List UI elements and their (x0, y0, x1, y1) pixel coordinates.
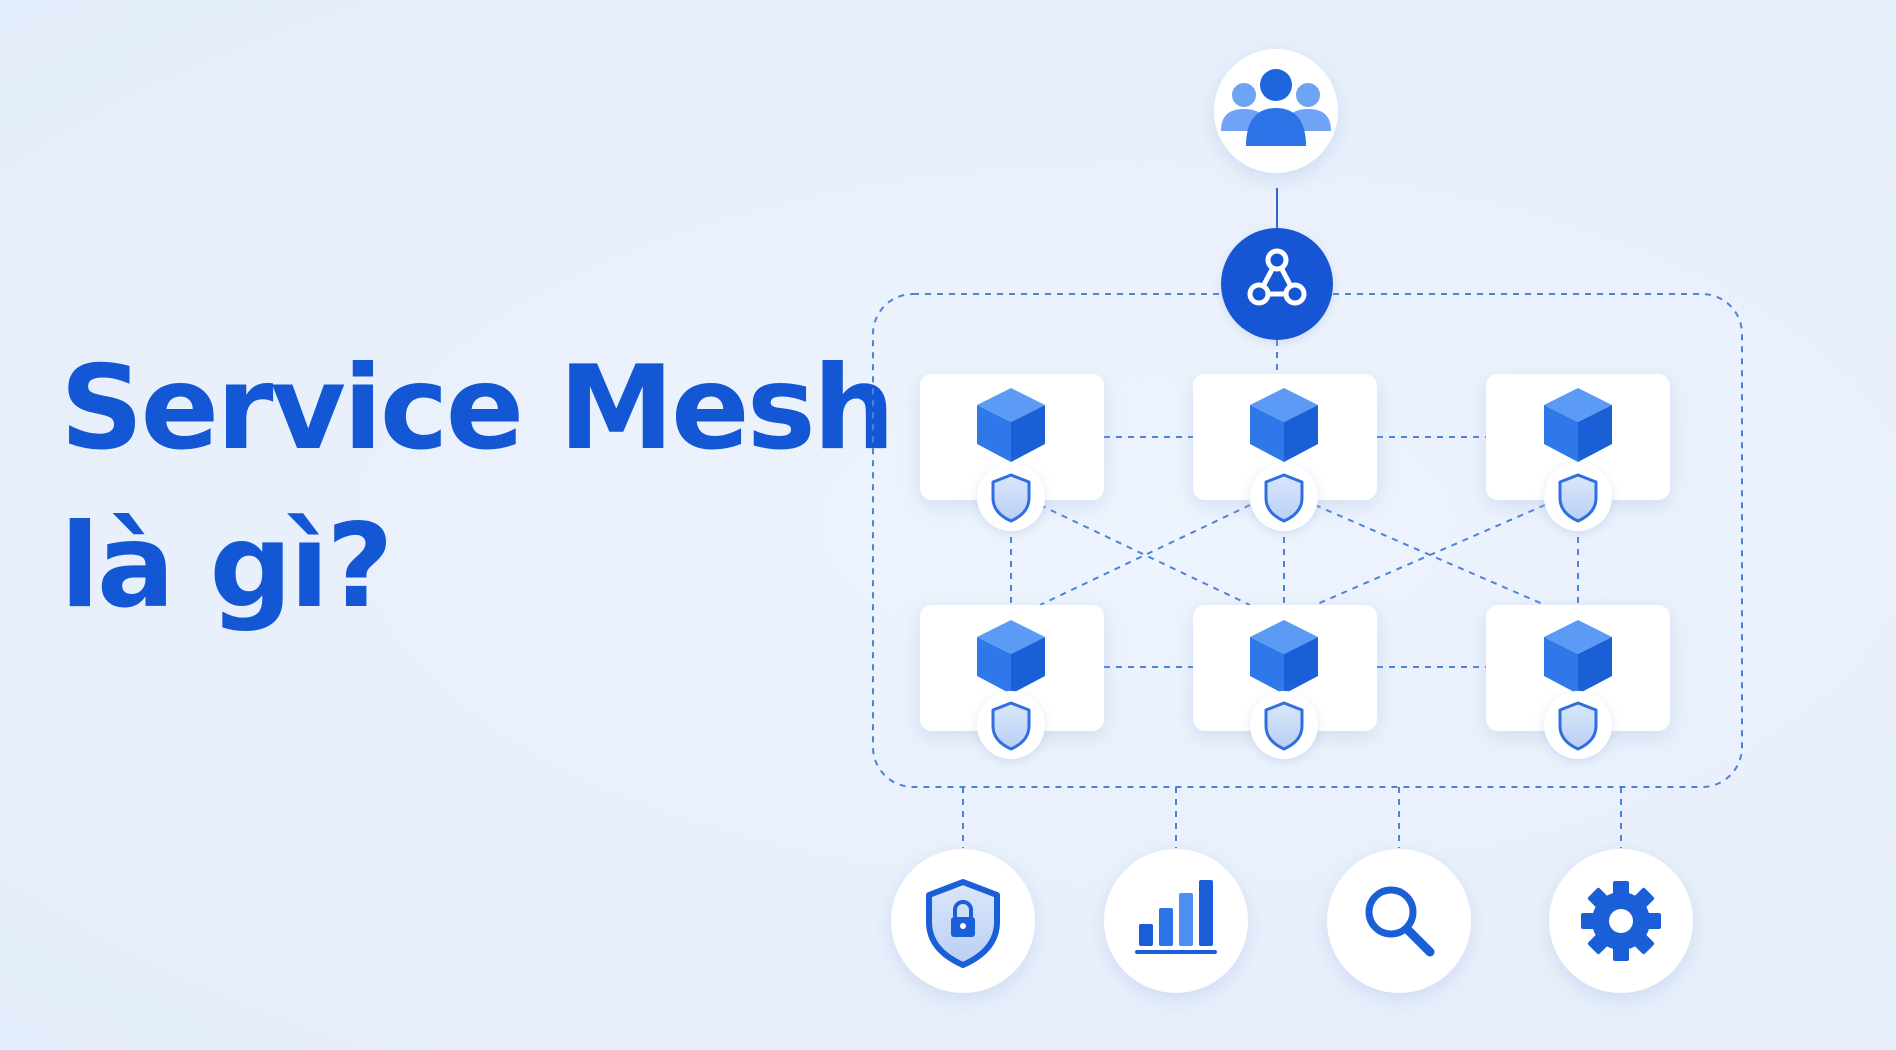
link-b1-a2 (1039, 504, 1251, 606)
mesh-boundary (872, 293, 1743, 788)
title-line-2: là gì? (60, 499, 394, 634)
feature-security (891, 849, 1035, 993)
shield-icon (1264, 701, 1304, 751)
service-node-b2 (1193, 605, 1377, 759)
users-node (1214, 49, 1338, 173)
feature-connectors (962, 787, 1622, 848)
link-c1-b2 (1314, 504, 1546, 606)
service-node-a2 (920, 605, 1104, 759)
users-group-icon (1221, 69, 1331, 146)
shield-icon (1264, 473, 1304, 523)
shield-icon (991, 701, 1031, 751)
page-title: Service Mesh là gì? (60, 330, 895, 646)
shield-icon (1558, 701, 1598, 751)
bar-chart-icon (1135, 880, 1217, 954)
feature-observability (1104, 849, 1248, 993)
network-hub-icon (1247, 248, 1307, 306)
feature-tracing (1327, 849, 1471, 993)
gear-icon (1581, 881, 1661, 961)
search-icon (1365, 886, 1435, 957)
service-node-b1 (1193, 374, 1377, 531)
shield-icon (991, 473, 1031, 523)
mesh-links (1010, 436, 1579, 668)
link-a1-b2 (1039, 504, 1251, 606)
gateway-node (1221, 228, 1333, 340)
service-node-c2 (1486, 605, 1670, 759)
shield-icon (1558, 473, 1598, 523)
shield-lock-icon (926, 879, 1000, 968)
feature-config (1549, 849, 1693, 993)
service-node-c1 (1486, 374, 1670, 531)
service-node-a1 (920, 374, 1104, 531)
title-line-1: Service Mesh (60, 341, 895, 476)
